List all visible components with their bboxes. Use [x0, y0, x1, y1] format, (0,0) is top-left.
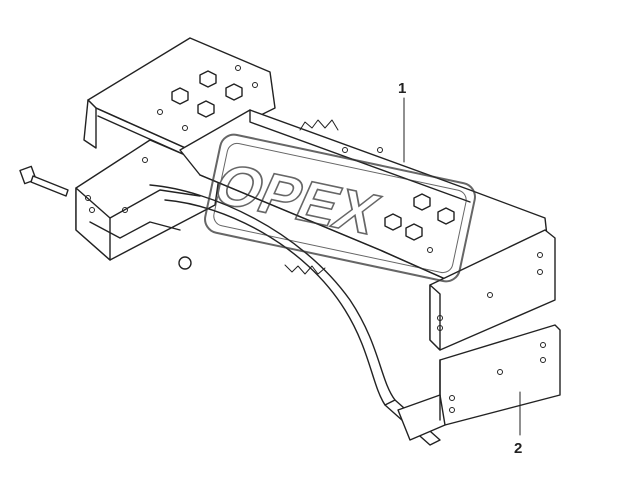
- callout-1: 1: [398, 80, 407, 97]
- mounting-holes: [85, 65, 546, 413]
- frame-left-box: [75, 139, 221, 261]
- lower-bracket-plate: [397, 324, 561, 441]
- leader-lines: [403, 97, 521, 436]
- bolt-group-upper: [171, 70, 243, 118]
- loose-bolt: [19, 165, 69, 197]
- frame-right-block: [429, 229, 556, 351]
- callout-2: 2: [514, 440, 523, 457]
- gear-outline: [284, 119, 339, 275]
- bolt-group-lower: [384, 193, 455, 241]
- mounting-eye: [178, 256, 192, 270]
